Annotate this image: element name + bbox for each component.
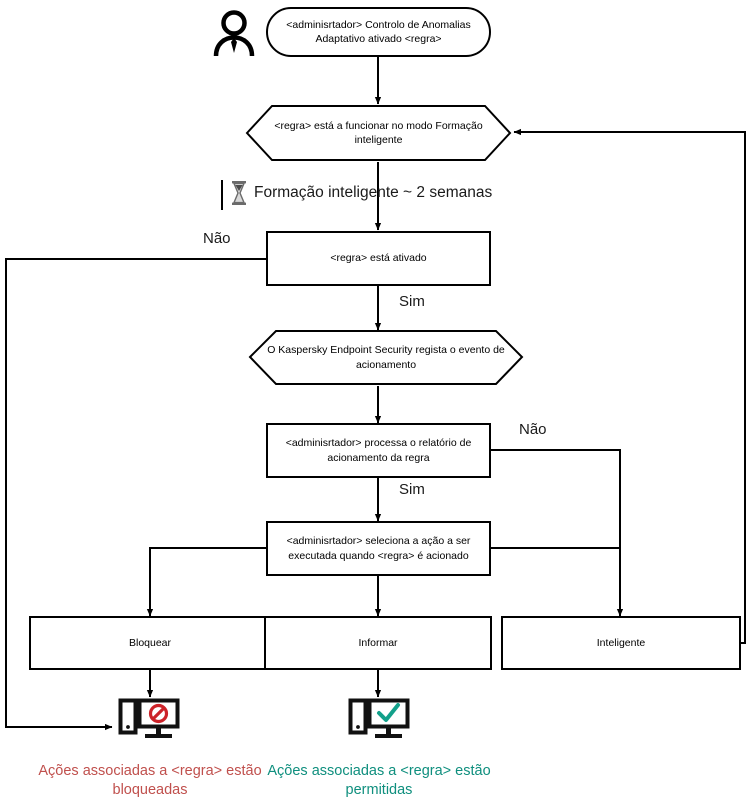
node-training-mode-label: <regra> está a funcionar no modo Formaçã… xyxy=(274,119,483,146)
computer-allowed-icon xyxy=(348,698,412,744)
edge-label-rule-enabled-yes: Sim xyxy=(399,293,425,310)
node-rule-enabled-label: <regra> está ativado xyxy=(330,252,427,265)
caption-allowed: Ações associadas a <regra> estão permiti… xyxy=(267,763,491,798)
node-admin-processes-report-label: <adminisrtador> processa o relatório de … xyxy=(285,437,472,464)
caption-blocked: Ações associadas a <regra> estão bloquea… xyxy=(38,763,262,798)
edge-label-report-yes: Sim xyxy=(399,481,425,498)
person-icon xyxy=(206,6,262,62)
computer-blocked-icon xyxy=(118,698,182,744)
node-action-inform-label: Informar xyxy=(358,636,398,649)
node-start-label: <adminisrtador> Controlo de Anomalias Ad… xyxy=(286,18,471,45)
hourglass-icon xyxy=(230,180,248,206)
node-action-block-label: Bloquear xyxy=(128,636,172,649)
edge-label-rule-enabled-no: Não xyxy=(203,230,231,247)
node-kes-logs-event-label: O Kaspersky Endpoint Security regista o … xyxy=(267,344,505,371)
edge-label-report-no: Não xyxy=(519,421,547,438)
note-training-duration-label: Formação inteligente ~ 2 semanas xyxy=(254,184,493,201)
node-admin-selects-action-label: <adminisrtador> seleciona a ação a ser e… xyxy=(286,535,471,562)
node-action-smart-label: Inteligente xyxy=(596,636,646,649)
